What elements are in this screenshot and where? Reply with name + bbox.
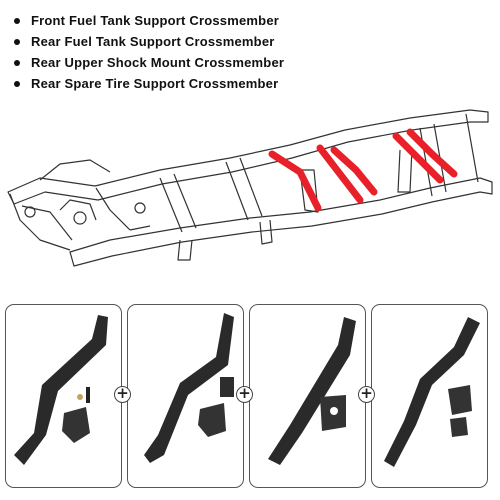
frame-hole [134, 202, 146, 214]
frame-hole [73, 211, 87, 225]
frame-crossmember [225, 157, 263, 221]
plus-circle-icon: + [236, 386, 253, 403]
bullet-text: Rear Upper Shock Mount Crossmember [31, 55, 285, 70]
bracket-hole [330, 407, 338, 415]
bracket-plate [198, 403, 226, 437]
bullet-item: Rear Fuel Tank Support Crossmember [14, 31, 494, 52]
bracket-plate [62, 407, 90, 443]
spare-tire-crossmember-part [384, 317, 480, 467]
panel-upper-shock-crossmember [249, 304, 366, 488]
frame-hole [24, 206, 36, 218]
bracket-plate [450, 417, 468, 437]
highlight-spare-tire-crossmember [392, 132, 444, 184]
bracket-plate [448, 385, 472, 415]
panel-front-fuel-tank-crossmember [5, 304, 122, 488]
bullet-item: Front Fuel Tank Support Crossmember [14, 10, 494, 31]
frame-left-rail [7, 109, 489, 205]
frame-right-rail [69, 177, 493, 267]
bolt-washer [77, 394, 83, 400]
bullet-text: Front Fuel Tank Support Crossmember [31, 13, 280, 28]
bullet-item: Rear Spare Tire Support Crossmember [14, 73, 494, 94]
bullet-text: Rear Fuel Tank Support Crossmember [31, 34, 275, 49]
bullet-list: Front Fuel Tank Support Crossmember Rear… [14, 10, 494, 94]
frame-hanger [397, 147, 413, 193]
panel-spare-tire-crossmember [371, 304, 488, 488]
frame-crossmember [465, 113, 479, 183]
frame-hanger [177, 239, 193, 261]
frame-front-section [9, 159, 151, 251]
truck-frame-diagram [7, 109, 493, 267]
frame-hanger [259, 219, 273, 245]
bullet-dot-icon [14, 38, 20, 45]
panel-rear-fuel-tank-crossmember [127, 304, 244, 488]
mount-plate [220, 377, 234, 397]
bullet-dot-icon [14, 17, 20, 24]
frame-hanger [299, 169, 319, 213]
bullet-dot-icon [14, 80, 20, 87]
plus-circle-icon: + [358, 386, 375, 403]
shock-crossmember-part [268, 317, 356, 465]
highlight-front-fuel-tank-crossmember [268, 150, 322, 212]
highlight-spare-tire-crossmember-b [406, 128, 458, 178]
highlight-rear-fuel-tank-crossmember [316, 144, 364, 204]
frame-crossmember [159, 173, 197, 233]
rear-fuel-crossmember-part [144, 313, 234, 463]
plus-circle-icon: + [114, 386, 131, 403]
bullet-dot-icon [14, 59, 20, 66]
front-crossmember-part [14, 315, 108, 465]
product-panels: + + + [0, 304, 500, 500]
bullet-item: Rear Upper Shock Mount Crossmember [14, 52, 494, 73]
highlight-upper-shock-crossmember [330, 146, 378, 196]
bullet-text: Rear Spare Tire Support Crossmember [31, 76, 279, 91]
bolt [86, 387, 90, 403]
